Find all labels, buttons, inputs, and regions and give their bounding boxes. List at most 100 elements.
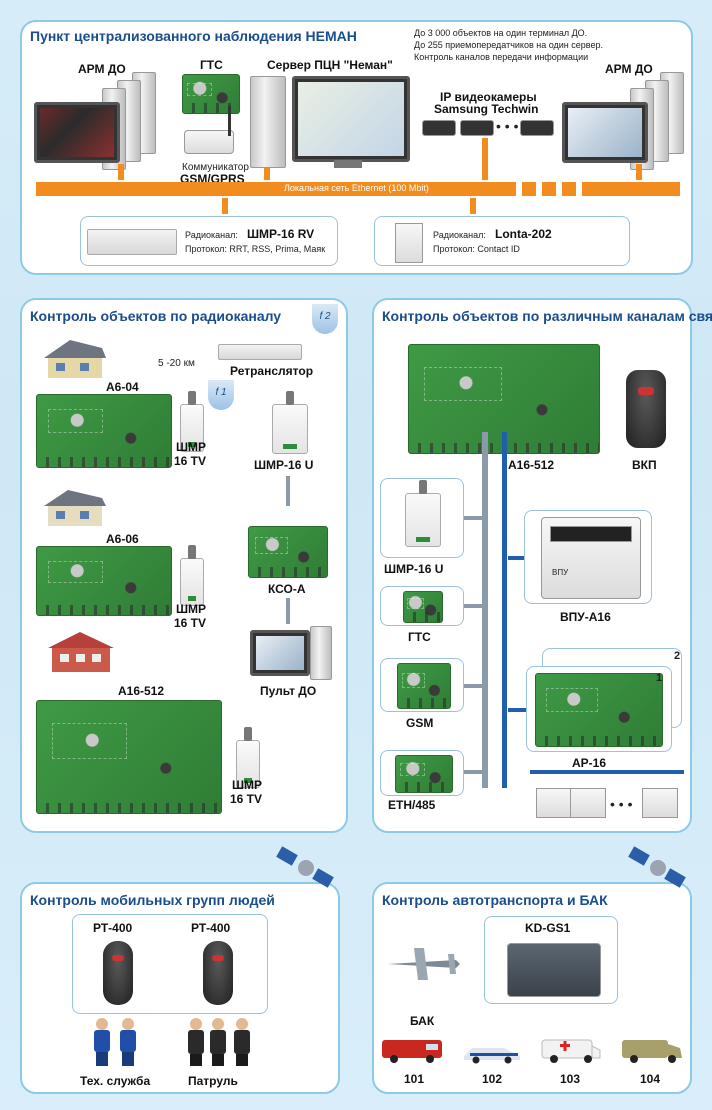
cams-label-1: IP видеокамеры [440, 90, 537, 104]
shmr-3-label-a: ШМР [232, 778, 263, 792]
shmr-16rv-rack [87, 229, 177, 255]
expander-ellipsis: • • • [610, 796, 633, 812]
radio-panel: Контроль объектов по радиоканалу f 2 5 -… [20, 298, 348, 833]
distance-label: 5 -20 км [158, 358, 195, 369]
obj-a604-label: А6-04 [106, 380, 139, 394]
ip-camera-1 [422, 120, 456, 136]
arrow-kso-pult [286, 598, 290, 624]
link-eth [464, 770, 482, 774]
comm-label-1: Коммуникатор [182, 162, 249, 173]
rt400-fob-1 [103, 941, 133, 1005]
link-shmr [464, 516, 482, 520]
lan-bus-seg-3 [562, 182, 576, 196]
house-a604 [44, 340, 106, 378]
patrol-people [188, 1018, 250, 1066]
lan-bus-right [582, 182, 680, 196]
vpu-display [550, 526, 632, 542]
satellite-icon-right [628, 846, 686, 888]
mobile-panel-title: Контроль мобильных групп людей [30, 892, 275, 908]
ip-camera-2 [460, 120, 494, 136]
kso-label: КСО-А [268, 582, 306, 596]
radio1-label: Радиоканал: [185, 230, 238, 240]
pult-monitor [250, 630, 310, 676]
shmr-16u-channels-label: ШМР-16 U [384, 562, 444, 576]
pult-label: Пульт ДО [260, 684, 317, 698]
arrow-radio-2 [470, 198, 476, 214]
a604-board [36, 394, 172, 468]
rt400-label-2: РТ-400 [191, 921, 231, 935]
shmr-16tv-3 [236, 727, 260, 788]
top-note-2: До 255 приемопередатчиков на один сервер… [414, 40, 603, 50]
shmr-16u-radio [272, 391, 308, 454]
arrow-arm-left [118, 164, 124, 180]
kso-board [248, 526, 328, 578]
house-a16512 [48, 632, 114, 672]
expander-2 [570, 788, 606, 818]
radio2-proto: Протокол: Contact ID [433, 244, 520, 254]
lan-bus-seg-2 [542, 182, 556, 196]
arrow-radio-kso [286, 476, 290, 506]
vehicle-102-label: 102 [482, 1072, 503, 1086]
eth-board [395, 755, 453, 793]
shmr-16u-channels [405, 480, 441, 547]
shmr-1-label-a: ШМР [176, 440, 207, 454]
vpu-keypad: ВПУ [541, 517, 641, 599]
top-panel-title: Пункт централизованного наблюдения НЕМАН [30, 28, 357, 44]
shmr-16tv-1 [180, 391, 204, 452]
house-a606 [44, 490, 106, 526]
radio1-proto: Протокол: RRT, RSS, Prima, Маяк [185, 244, 326, 254]
vehicle-101-label: 101 [404, 1072, 425, 1086]
gsm-label: GSM [406, 716, 434, 730]
vehicle-police-car [464, 1048, 520, 1064]
shmr-16tv-2 [180, 545, 204, 606]
vehicle-103-label: 103 [560, 1072, 581, 1086]
radio2-label: Радиоканал: [433, 230, 486, 240]
gsm-board [397, 663, 451, 709]
link-gts [464, 604, 482, 608]
server-tower [250, 76, 286, 168]
gts-channels-label: ГТС [408, 630, 431, 644]
shmr-16u-card [380, 478, 464, 558]
shmr-2-label-a: ШМР [176, 602, 207, 616]
tech-label: Тех. служба [80, 1074, 151, 1088]
rt400-fob-2 [203, 941, 233, 1005]
blue-bus [502, 432, 507, 788]
top-note-1: До 3 000 объектов на один терминал ДО. [414, 28, 588, 38]
gsm-card [380, 658, 464, 712]
vehicle-104-label: 104 [640, 1072, 661, 1086]
vehicle-armored-van [622, 1040, 682, 1063]
gts-board-channels [403, 591, 443, 623]
gsm-antenna [228, 106, 231, 136]
gts-label: ГТС [200, 58, 223, 72]
lan-bus [36, 182, 516, 196]
patrol-label: Патруль [188, 1074, 238, 1088]
vkp-device [626, 370, 666, 448]
arm-right-monitor [562, 102, 648, 163]
server-label: Сервер ПЦН "Неман" [267, 58, 393, 72]
arm-left-label: АРМ ДО [78, 62, 126, 76]
ar16-bus [530, 770, 684, 774]
vkp-label: ВКП [632, 458, 657, 472]
repeater-label: Ретранслятор [230, 364, 314, 378]
arrow-arm-right [636, 164, 642, 180]
grey-bus [482, 432, 488, 788]
transport-panel: Контроль автотранспорта и БАК KD-GS1 БАК… [372, 882, 692, 1094]
ar16-label: АР-16 [572, 756, 607, 770]
radio-receiver-2: Радиоканал: Lonta-202 Протокол: Contact … [374, 216, 630, 266]
a606-board [36, 546, 172, 616]
radio1-name: ШМР-16 RV [247, 227, 315, 241]
f1-tag: f 1 [208, 380, 234, 410]
expander-1 [536, 788, 572, 818]
radio-receiver-1: Радиоканал: ШМР-16 RV Протокол: RRT, RSS… [80, 216, 338, 266]
radio-panel-title: Контроль объектов по радиоканалу [30, 308, 282, 324]
cams-ellipsis: • • • [496, 118, 519, 134]
gsm-communicator [184, 130, 234, 154]
gts-card [380, 586, 464, 626]
server-monitor-stand [334, 160, 362, 168]
obj-a606-label: А6-06 [106, 532, 139, 546]
tech-service-people [94, 1018, 136, 1066]
uav-icon [388, 948, 460, 980]
arrow-radio-1 [222, 198, 228, 214]
link-ar16 [508, 708, 526, 712]
rt400-card: РТ-400 РТ-400 [72, 914, 268, 1014]
